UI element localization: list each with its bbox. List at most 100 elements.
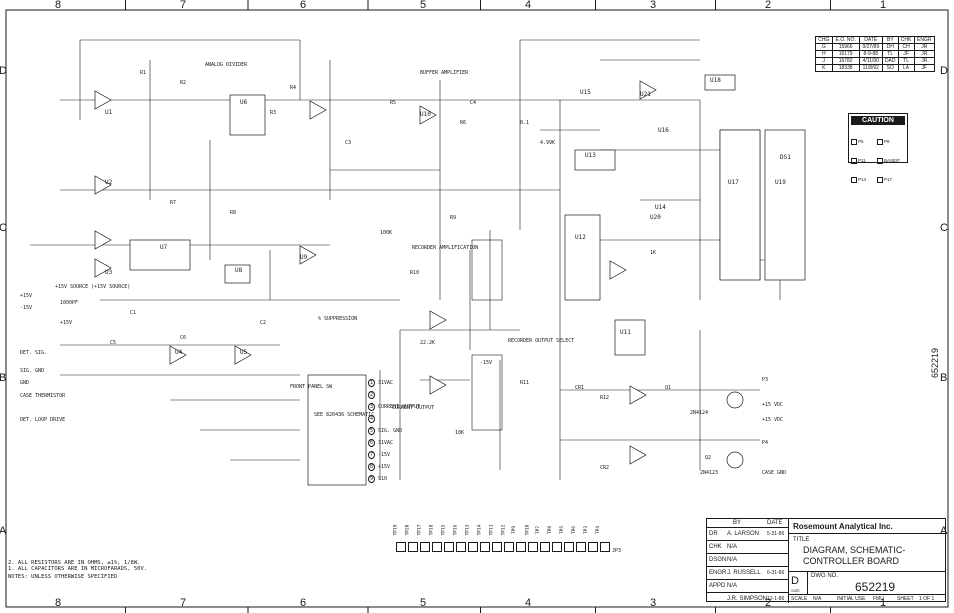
component-label: 0.1 <box>520 120 530 126</box>
component-label: R12 <box>600 395 610 401</box>
revision-cell: SO <box>881 64 899 72</box>
test-point-label: TP15 <box>441 524 447 536</box>
op-amp-symbol <box>639 80 657 100</box>
test-point-jumper: JP3 <box>612 548 622 554</box>
revision-cell: G <box>815 43 833 51</box>
j4-pin: 2 <box>368 391 378 399</box>
test-point-pad <box>516 542 526 552</box>
signoff-date: 12-1-86 <box>767 596 785 602</box>
revision-header-cell: DATE <box>858 36 883 44</box>
note-2: 2. ALL RESISTORS ARE IN OHMS, ±1%, 1/8W. <box>8 560 141 566</box>
block-analog-divider: ANALOG DIVIDER <box>205 62 248 68</box>
revision-cell: 9/27/89 <box>858 43 883 51</box>
zone-col-top: 3 <box>650 0 657 11</box>
revision-header-cell: BY <box>881 36 899 44</box>
signoff-name: J.R. SIMPSON <box>727 596 768 602</box>
component-label: 22.2K <box>420 340 436 346</box>
test-point-label: TP8 <box>548 525 554 535</box>
ic-package <box>719 129 761 281</box>
zone-col-top: 8 <box>55 0 62 11</box>
component-label: C2 <box>260 320 267 326</box>
revision-header-cell: E.O. NO. <box>831 36 860 44</box>
revision-cell: CH <box>897 43 915 51</box>
date-label: DATE <box>767 520 783 526</box>
test-point: TP12 <box>501 518 514 552</box>
revision-cell: 15966 <box>831 43 860 51</box>
chip-label: U13 <box>585 152 596 159</box>
ic-package <box>704 74 736 91</box>
title-line-2: CONTROLLER BOARD <box>803 556 900 566</box>
caution-checkbox <box>851 176 857 183</box>
revision-cell: LA <box>897 64 915 72</box>
zone-col-top: 2 <box>765 0 772 11</box>
left-terminal: GND <box>20 380 30 386</box>
dwg-no-value: 652219 <box>855 580 896 594</box>
caution-option-label: P5 <box>858 139 864 144</box>
company-name: Rosemount Analytical Inc. <box>793 522 893 531</box>
caution-option: BASE/F <box>877 157 903 164</box>
test-point-label: TP14 <box>477 524 483 536</box>
caution-option-label: P14 <box>858 177 867 182</box>
chip-label: U3 <box>105 269 113 276</box>
test-point-label: TP3 <box>584 525 590 535</box>
test-point: TP17 <box>417 518 430 552</box>
chip-label: U14 <box>655 204 666 211</box>
caution-option: P8 <box>877 138 903 145</box>
component-label: R11 <box>520 380 530 386</box>
transistor-symbol <box>726 451 744 469</box>
test-point-pad <box>576 542 586 552</box>
notes-heading: NOTES: UNLESS OTHERWISE SPECIFIED <box>8 574 118 580</box>
zone-row-right: C <box>940 222 948 234</box>
test-point-label: TP17 <box>417 524 423 536</box>
block-current-source: +15V SOURCE (+15V SOURCE) <box>55 284 131 290</box>
test-point: TP11 <box>489 518 502 552</box>
j4-pin-label: S10 <box>378 476 388 482</box>
test-point: TP16 <box>453 518 466 552</box>
revision-cell: TL <box>881 50 899 58</box>
test-point-label: TP10 <box>525 524 531 536</box>
zone-row-left: C <box>0 222 7 234</box>
op-amp-symbol <box>629 385 647 405</box>
component-label: R3 <box>270 110 277 116</box>
test-point: TP15 <box>441 518 454 552</box>
component-label: C5 <box>110 340 117 346</box>
j4-pin-label: 31VAC <box>378 440 394 446</box>
op-amp-symbol <box>629 445 647 465</box>
ic-package <box>764 129 806 281</box>
j4-pin-number: 3 <box>368 403 376 411</box>
test-point: TP5 <box>560 518 574 552</box>
zone-row-left: A <box>0 525 7 537</box>
revision-cell: 16782 <box>831 57 860 65</box>
chip-label: U7 <box>160 244 168 251</box>
chip-label: U10 <box>420 111 431 118</box>
caution-option: P14 <box>851 176 877 183</box>
test-point-label: TP13 <box>465 524 471 536</box>
revision-cell: J <box>815 57 833 65</box>
chip-label: U15 <box>580 89 591 96</box>
revision-header-cell: CHK <box>897 36 915 44</box>
test-point-pad <box>432 542 442 552</box>
component-label: Q2 <box>705 455 712 461</box>
test-point-label: TP4 <box>596 525 602 535</box>
j4-pin-number: 7 <box>368 451 376 459</box>
component-label: 1K <box>650 250 657 256</box>
test-point-label: TP19 <box>393 524 399 536</box>
caution-option-label: P17 <box>884 177 893 182</box>
test-point-pad <box>396 542 406 552</box>
component-label: CR1 <box>575 385 585 391</box>
op-amp-symbol <box>94 175 112 195</box>
block-buffer-amplifier: BUFFER AMPLIFIER <box>420 70 469 76</box>
op-amp-symbol <box>169 345 187 365</box>
title-label: TITLE <box>793 537 810 543</box>
right-terminal: +15 VDC <box>762 402 784 408</box>
component-label: R5 <box>390 100 397 106</box>
signoff-role: CHK <box>709 544 722 550</box>
